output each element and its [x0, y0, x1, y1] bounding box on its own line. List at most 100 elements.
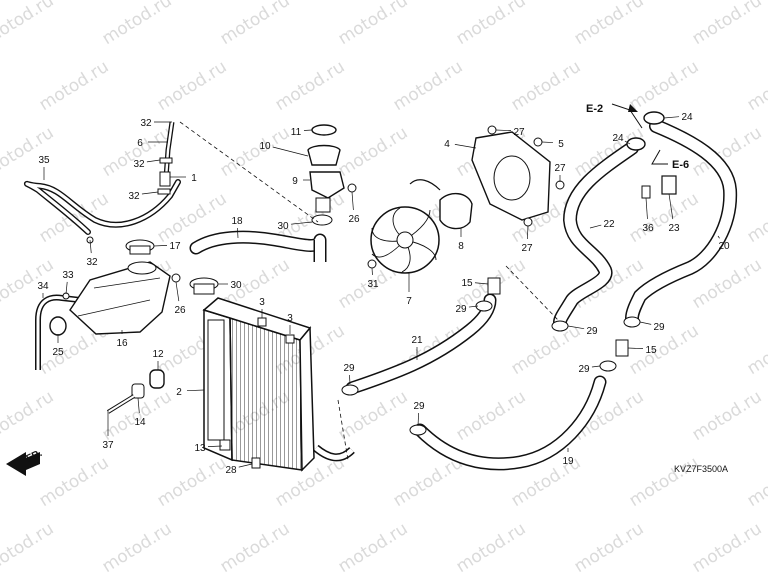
- callout-c2: 2: [176, 387, 182, 398]
- leader-c32c: [141, 191, 159, 195]
- callout-c7: 7: [406, 296, 412, 307]
- callout-c6: 6: [137, 138, 143, 149]
- bolt-27b: [555, 180, 565, 190]
- clamp-24a: [643, 111, 665, 125]
- reserve-tank-16: [69, 261, 171, 335]
- leader-c4: [454, 144, 477, 149]
- bolt-36: [641, 185, 651, 199]
- callout-c27b: 27: [554, 163, 566, 174]
- callout-c19: 19: [562, 456, 574, 467]
- callout-c24b: 24: [612, 133, 624, 144]
- leader-c27a: [495, 129, 512, 132]
- callout-c11: 11: [291, 127, 302, 138]
- leader-c22: [589, 224, 602, 229]
- clamp-29c: [409, 424, 427, 436]
- clamp-29d: [551, 320, 569, 332]
- callout-c29b: 29: [343, 363, 355, 374]
- fitting-1: [159, 171, 171, 187]
- leader-lines: [42, 116, 720, 468]
- diagram-code: KVZ7F3500A: [674, 464, 728, 474]
- callout-c1: 1: [191, 173, 197, 184]
- joint-15: [487, 277, 501, 295]
- callout-c29d: 29: [586, 326, 598, 337]
- callout-c8: 8: [458, 241, 464, 252]
- bolt-26b: [347, 183, 357, 193]
- clip-32: [159, 157, 173, 164]
- callout-c29c: 29: [413, 401, 425, 412]
- ref-e2-label: E-2: [586, 103, 603, 115]
- leader-c24b: [624, 140, 631, 145]
- callout-c23: 23: [668, 223, 680, 234]
- callout-c3b: 3: [287, 313, 293, 324]
- callout-c30b: 30: [277, 221, 289, 232]
- leader-c26b: [351, 191, 354, 211]
- callout-c16: 16: [116, 338, 128, 349]
- callout-c13: 13: [194, 443, 206, 454]
- leader-c36: [645, 197, 648, 220]
- leader-c29b: [349, 374, 351, 385]
- leader-c17: [153, 245, 168, 247]
- callout-c4: 4: [444, 139, 450, 150]
- leader-c15a: [474, 282, 489, 285]
- callout-c24a: 24: [681, 112, 693, 123]
- leader-c29f: [591, 365, 601, 368]
- ref-arrow-e6: [651, 149, 668, 165]
- clamp-29a: [475, 300, 493, 312]
- clip-3b: [285, 334, 295, 344]
- callout-c12: 12: [152, 349, 164, 360]
- callout-labels: 3263213235321733342516263012214373313281…: [37, 112, 730, 476]
- ref-e6-label: E-6: [672, 159, 689, 171]
- leader-c29e: [639, 321, 652, 325]
- clamp-30: [311, 214, 333, 226]
- leader-c28: [238, 463, 253, 468]
- callout-c10: 10: [259, 141, 271, 152]
- front-marker-label: FR.: [25, 448, 44, 465]
- leader-c15b: [627, 347, 644, 350]
- leader-c30b: [290, 221, 313, 225]
- oring-11: [311, 124, 337, 136]
- callout-c28: 28: [225, 465, 237, 476]
- callout-c35: 35: [38, 155, 50, 166]
- leader-c29d: [567, 325, 585, 330]
- nut-31: [367, 259, 377, 269]
- clamp-24b: [626, 137, 646, 151]
- leader-c13: [207, 445, 223, 447]
- leader-c32b: [146, 159, 161, 163]
- bracket-23: [661, 175, 677, 195]
- leader-c14: [137, 397, 140, 414]
- clamp-29b: [341, 384, 359, 396]
- callout-c3a: 3: [259, 297, 265, 308]
- thermostat-cover-10: [307, 144, 341, 166]
- callout-c31: 31: [367, 279, 379, 290]
- callout-c17: 17: [169, 241, 181, 252]
- callout-c22: 22: [603, 219, 615, 230]
- mount-rubber-12: [149, 369, 165, 389]
- leader-c24a: [663, 116, 680, 119]
- callout-c5: 5: [558, 139, 564, 150]
- callout-c32a: 32: [140, 118, 152, 129]
- leader-c18: [237, 227, 239, 239]
- leader-c33: [65, 281, 68, 295]
- ref-arrow-e2: [611, 103, 643, 129]
- leader-c11: [303, 129, 313, 131]
- clamp-29f: [599, 360, 617, 372]
- fan-motor-8: [439, 193, 473, 230]
- clip-28: [251, 457, 261, 469]
- leader-c32d: [89, 239, 92, 254]
- thermostat-9: [309, 171, 345, 199]
- callout-c34: 34: [37, 281, 49, 292]
- leader-c5: [541, 141, 554, 143]
- callout-c36: 36: [642, 223, 654, 234]
- grommet-25: [49, 316, 67, 336]
- cooling-fan-7: [370, 206, 440, 274]
- callout-c9: 9: [292, 176, 298, 187]
- leader-c26a: [175, 281, 180, 302]
- callout-c27c: 27: [521, 243, 533, 254]
- callout-c27a: 27: [513, 127, 525, 138]
- callout-c32d: 32: [86, 257, 98, 268]
- bolt-27c: [523, 217, 533, 227]
- bolt-27a: [487, 125, 497, 135]
- callout-c37: 37: [102, 440, 114, 451]
